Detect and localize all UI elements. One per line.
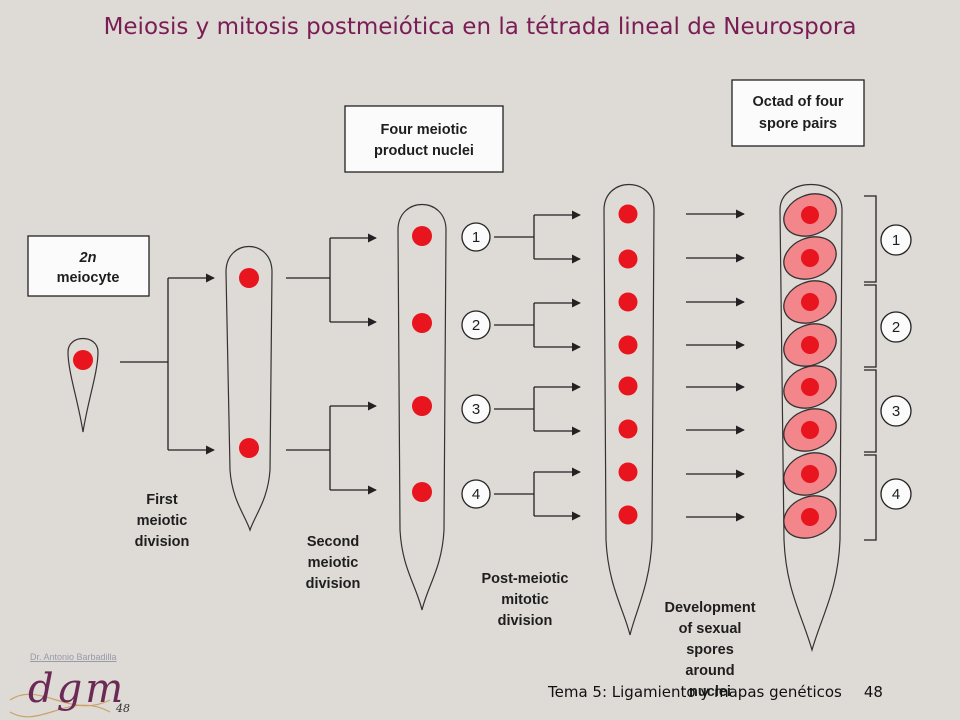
first-division-label: meiotic bbox=[137, 513, 188, 529]
nucleus bbox=[73, 350, 93, 370]
nucleus bbox=[618, 204, 638, 224]
meiocyte-box bbox=[27, 235, 150, 297]
postmeiotic-label: mitotic bbox=[501, 592, 549, 608]
four-nuclei-box bbox=[344, 105, 504, 173]
pair-number-circle bbox=[880, 311, 912, 343]
nucleus bbox=[412, 396, 432, 416]
logo-number: 48 bbox=[116, 702, 130, 715]
four-nuclei-box-label: Four meiotic bbox=[380, 122, 467, 138]
nucleus bbox=[618, 249, 638, 269]
product-number-circle bbox=[461, 479, 491, 509]
product-number: 1 bbox=[472, 229, 480, 246]
pair-brackets bbox=[864, 195, 877, 541]
spore bbox=[783, 280, 837, 324]
page-number: 48 bbox=[863, 683, 883, 701]
first-division-label: First bbox=[146, 492, 178, 508]
product-number-circle bbox=[461, 310, 491, 340]
slide-title: Meiosis y mitosis postmeiótica en la tét… bbox=[103, 14, 857, 40]
product-number-circle bbox=[461, 222, 491, 252]
second-division-label: Second bbox=[307, 534, 359, 550]
pair-number: 3 bbox=[892, 403, 900, 420]
pair-number-circle bbox=[880, 395, 912, 427]
pair-number: 1 bbox=[892, 232, 900, 249]
spore bbox=[783, 452, 837, 496]
post-meiotic-arrows bbox=[494, 210, 581, 521]
footer: Tema 5: Ligamiento y mapas genéticos 48 bbox=[548, 683, 883, 701]
author-link[interactable]: Dr. Antonio Barbadilla bbox=[30, 652, 117, 662]
second-division-label: meiotic bbox=[308, 555, 359, 571]
octad-box-label: spore pairs bbox=[759, 116, 837, 132]
meiocyte-cell bbox=[67, 338, 99, 433]
four-nuclei-box-label: product nuclei bbox=[374, 143, 474, 159]
nucleus bbox=[618, 292, 638, 312]
pair-number-circle bbox=[880, 478, 912, 510]
nucleus bbox=[239, 438, 259, 458]
development-label: nuclei bbox=[689, 684, 731, 700]
dna-helix-icon bbox=[9, 693, 111, 718]
development-arrows bbox=[686, 209, 745, 522]
spore bbox=[783, 323, 837, 367]
product-number: 2 bbox=[472, 317, 480, 334]
nucleus bbox=[618, 335, 638, 355]
nucleus bbox=[618, 419, 638, 439]
product-number: 4 bbox=[472, 486, 480, 503]
octad-ascus bbox=[779, 183, 843, 653]
spore bbox=[783, 193, 837, 237]
spore bbox=[783, 365, 837, 409]
nucleus bbox=[412, 226, 432, 246]
footer-text: Tema 5: Ligamiento y mapas genéticos bbox=[548, 683, 842, 701]
first-division-label: division bbox=[135, 534, 190, 550]
nucleus bbox=[412, 482, 432, 502]
meiocyte-box-label: meiocyte bbox=[57, 270, 120, 286]
nucleus bbox=[239, 268, 259, 288]
pair-number-circle bbox=[880, 224, 912, 256]
second-division-label: division bbox=[306, 576, 361, 592]
product-number-circle bbox=[461, 394, 491, 424]
development-label: of sexual bbox=[679, 621, 742, 637]
post-meiotic-cell bbox=[603, 184, 655, 636]
development-label: Development bbox=[664, 600, 755, 616]
nucleus bbox=[618, 462, 638, 482]
nucleus bbox=[412, 313, 432, 333]
nucleus bbox=[618, 376, 638, 396]
dgm-logo: dgm bbox=[28, 666, 127, 712]
spore bbox=[783, 495, 837, 539]
second-division-cell bbox=[397, 204, 447, 611]
development-label: spores bbox=[686, 642, 734, 658]
spore bbox=[783, 408, 837, 452]
first-division-cell bbox=[225, 246, 273, 532]
development-label: around bbox=[685, 663, 734, 679]
spore bbox=[783, 236, 837, 280]
postmeiotic-label: Post-meiotic bbox=[481, 571, 568, 587]
meiocyte-box-label: 2n bbox=[79, 250, 97, 266]
postmeiotic-label: division bbox=[498, 613, 553, 629]
nucleus bbox=[618, 505, 638, 525]
octad-box-label: Octad of four bbox=[752, 94, 843, 110]
pair-number: 4 bbox=[892, 486, 900, 503]
product-number: 3 bbox=[472, 401, 480, 418]
octad-box bbox=[731, 79, 865, 147]
pair-number: 2 bbox=[892, 319, 900, 336]
